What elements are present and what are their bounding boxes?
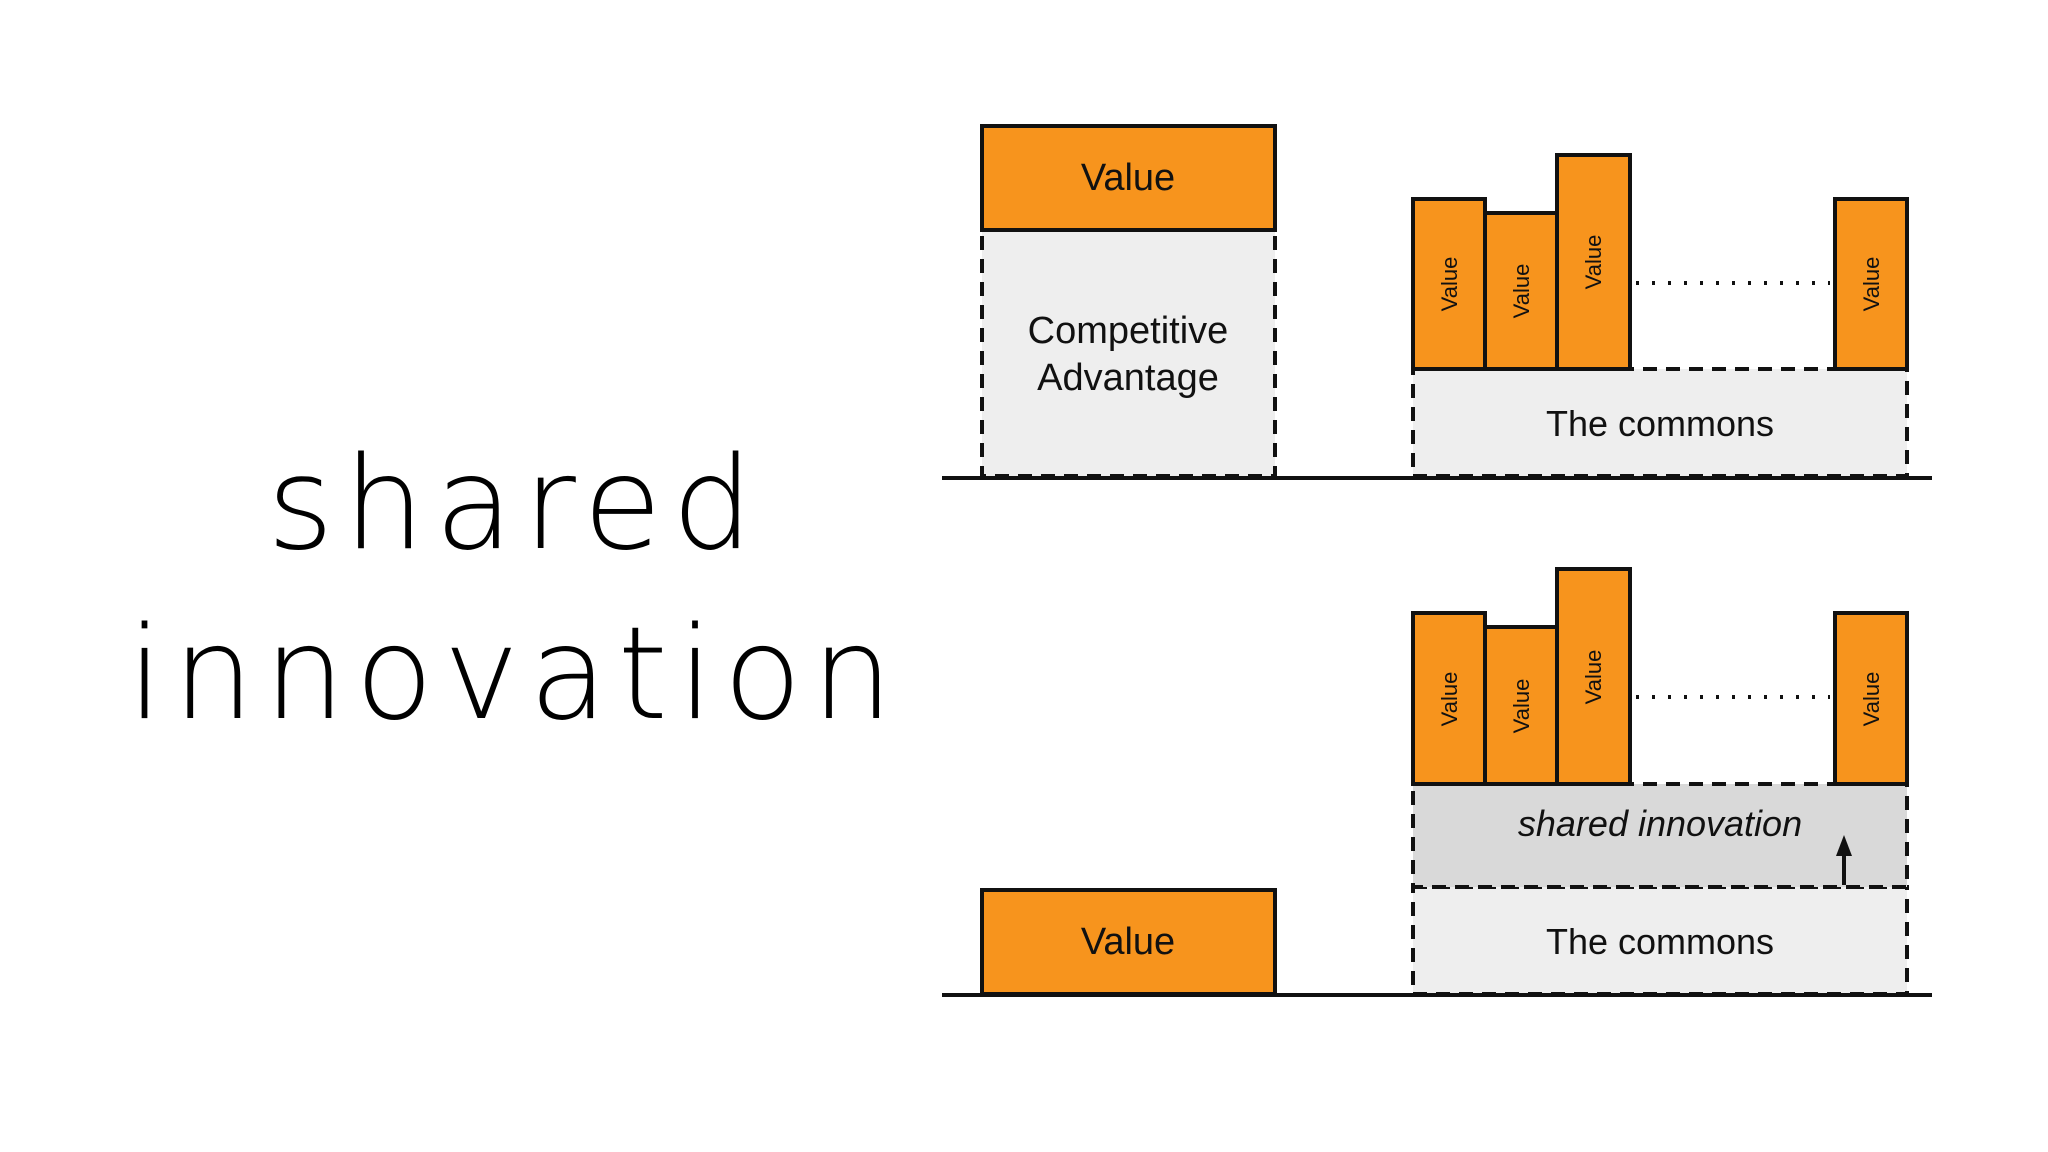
competitive-advantage-label-line-1: Competitive bbox=[1028, 310, 1229, 352]
value-column bbox=[1411, 611, 1487, 786]
commons-box bbox=[1411, 885, 1909, 996]
commons-label: The commons bbox=[1546, 921, 1774, 962]
value-column-label: Value bbox=[1437, 257, 1462, 312]
up-arrow-head-icon bbox=[1836, 835, 1852, 856]
value-column-label: Value bbox=[1581, 650, 1606, 705]
value-column bbox=[1833, 611, 1909, 786]
value-column-label: Value bbox=[1437, 672, 1462, 727]
value-column-label: Value bbox=[1509, 679, 1534, 734]
commons-box bbox=[1411, 367, 1909, 478]
competitive-advantage-label-line-2: Advantage bbox=[1037, 357, 1219, 399]
shared-innovation-label: shared innovation bbox=[1518, 803, 1802, 844]
value-column bbox=[1483, 625, 1559, 786]
competitive-advantage-box bbox=[980, 228, 1277, 478]
title-line-2: innovation bbox=[127, 600, 903, 749]
commons-label: The commons bbox=[1546, 403, 1774, 444]
value-box bbox=[980, 888, 1277, 996]
shared-innovation-box bbox=[1411, 782, 1909, 889]
value-column-label: Value bbox=[1859, 257, 1884, 312]
value-box-label: Value bbox=[1081, 921, 1175, 963]
value-column bbox=[1555, 153, 1632, 371]
value-column bbox=[1483, 211, 1559, 371]
title-line-1: shared bbox=[266, 430, 764, 579]
slide-title: shared innovation bbox=[0, 420, 1030, 760]
value-box bbox=[980, 124, 1277, 232]
value-column-label: Value bbox=[1859, 672, 1884, 727]
value-box-label: Value bbox=[1081, 157, 1175, 199]
top-panel: Competitive Advantage Value The commons … bbox=[942, 124, 1932, 480]
bottom-panel: Value The commons shared innovation Valu… bbox=[942, 567, 1932, 997]
value-column bbox=[1411, 197, 1487, 371]
value-column-label: Value bbox=[1581, 235, 1606, 290]
value-column-label: Value bbox=[1509, 264, 1534, 319]
value-column bbox=[1555, 567, 1632, 786]
value-column bbox=[1833, 197, 1909, 371]
